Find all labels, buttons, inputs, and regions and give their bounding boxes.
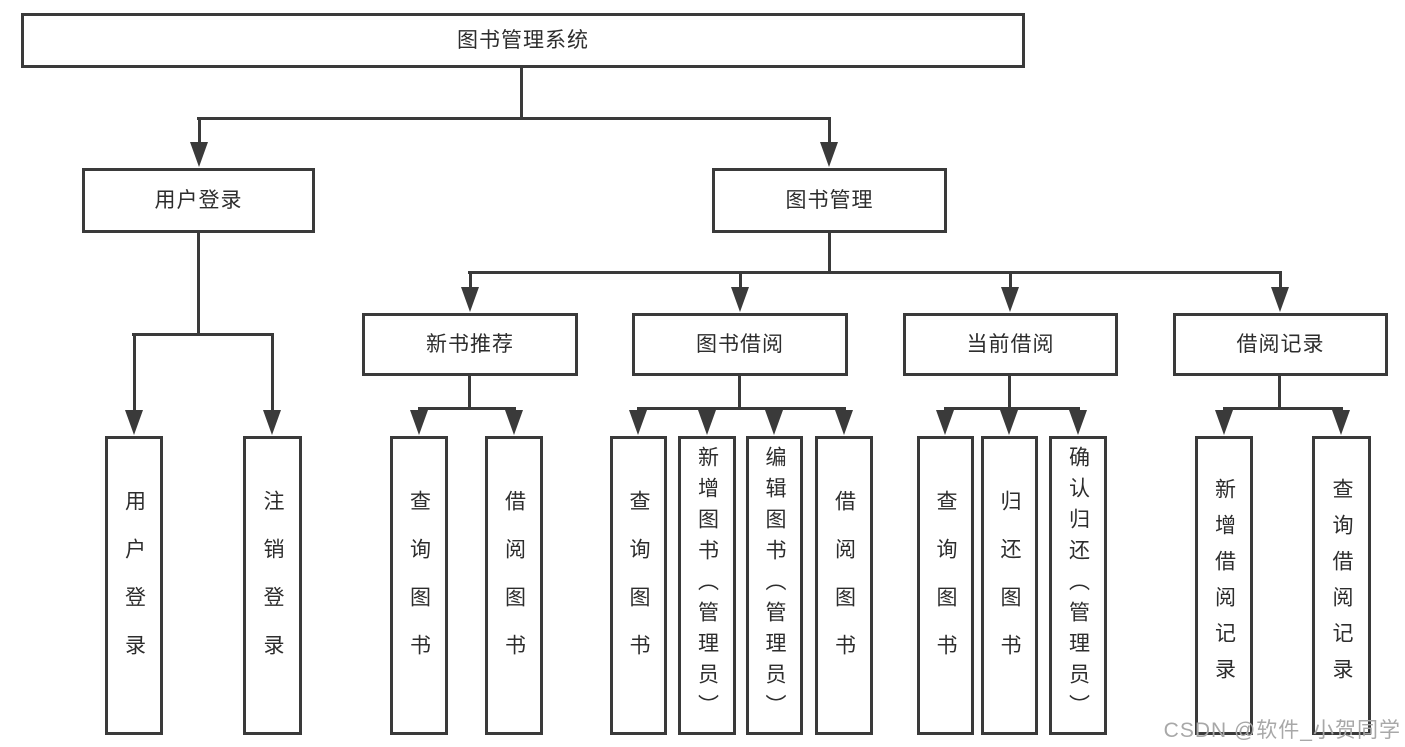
arrowhead-icon <box>125 410 143 435</box>
connector-line <box>418 407 516 410</box>
leaf-user-login-label: 用户登录 <box>122 489 146 682</box>
connector-arrow-stem <box>827 117 831 144</box>
leaf-user-login: 用户登录 <box>105 436 163 735</box>
arrowhead-icon <box>698 410 716 435</box>
node-root-label: 图书管理系统 <box>457 29 589 52</box>
leaf-query-borrow-record: 查询借阅记录 <box>1312 436 1371 735</box>
connector-line <box>944 407 1080 410</box>
leaf-query-borrow-record-label: 查询借阅记录 <box>1330 477 1353 694</box>
connector-line <box>828 233 831 274</box>
connector-arrow-stem <box>270 334 274 412</box>
leaf-confirm-return-admin-label: 确认归还（管理员） <box>1066 446 1090 725</box>
arrowhead-icon <box>190 142 208 167</box>
connector-line <box>520 68 523 120</box>
connector-line <box>1223 407 1343 410</box>
arrowhead-icon <box>1069 410 1087 435</box>
connector-line <box>738 375 741 409</box>
leaf-borrow-books-label: 借阅图书 <box>832 489 856 682</box>
arrowhead-icon <box>1215 410 1233 435</box>
leaf-edit-books-admin-label: 编辑图书（管理员） <box>763 446 786 725</box>
leaf-return-books: 归还图书 <box>981 436 1038 735</box>
leaf-add-borrow-record-label: 新增借阅记录 <box>1212 477 1236 694</box>
arrowhead-icon <box>820 142 838 167</box>
node-book-borrowing-label: 图书借阅 <box>696 333 784 356</box>
node-book-borrowing: 图书借阅 <box>632 313 848 376</box>
node-borrowing-records-label: 借阅记录 <box>1236 333 1325 356</box>
connector-line <box>1278 376 1281 409</box>
leaf-borrow-books-recommend-label: 借阅图书 <box>502 489 526 682</box>
leaf-query-books-recommend-label: 查询图书 <box>407 489 431 682</box>
node-root: 图书管理系统 <box>21 13 1025 68</box>
leaf-borrow-books: 借阅图书 <box>815 436 873 735</box>
connector-arrow-stem <box>738 272 742 289</box>
arrowhead-icon <box>765 410 783 435</box>
arrowhead-icon <box>1271 287 1289 312</box>
connector-arrow-stem <box>132 334 136 412</box>
leaf-confirm-return-admin: 确认归还（管理员） <box>1049 436 1107 735</box>
arrowhead-icon <box>629 410 647 435</box>
leaf-query-books-recommend: 查询图书 <box>390 436 448 735</box>
arrowhead-icon <box>835 410 853 435</box>
arrowhead-icon <box>1332 410 1350 435</box>
leaf-return-books-label: 归还图书 <box>998 489 1021 682</box>
leaf-query-books-borrowing-label: 查询图书 <box>627 489 650 682</box>
connector-arrow-stem <box>1278 272 1282 289</box>
leaf-query-books-borrowing: 查询图书 <box>610 436 667 735</box>
leaf-query-books-current-label: 查询图书 <box>934 489 957 682</box>
arrowhead-icon <box>936 410 954 435</box>
arrowhead-icon <box>505 410 523 435</box>
node-user-login: 用户登录 <box>82 168 315 233</box>
connector-arrow-stem <box>1008 272 1012 289</box>
node-borrowing-records: 借阅记录 <box>1173 313 1388 376</box>
watermark: CSDN @软件_小贺同学 <box>1163 719 1401 742</box>
connector-line <box>197 233 200 335</box>
connector-line <box>468 375 471 409</box>
arrowhead-icon <box>410 410 428 435</box>
connector-line <box>637 407 846 410</box>
node-book-management: 图书管理 <box>712 168 947 233</box>
connector-line <box>197 117 831 120</box>
connector-line <box>468 271 1282 274</box>
leaf-query-books-current: 查询图书 <box>917 436 974 735</box>
connector-arrow-stem <box>468 272 472 289</box>
leaf-borrow-books-recommend: 借阅图书 <box>485 436 543 735</box>
connector-arrow-stem <box>197 117 201 144</box>
node-book-management-label: 图书管理 <box>785 189 874 212</box>
leaf-logout-label: 注销登录 <box>261 489 284 682</box>
node-user-login-label: 用户登录 <box>154 189 243 212</box>
connector-line <box>132 333 274 336</box>
node-new-book-recommend: 新书推荐 <box>362 313 578 376</box>
arrowhead-icon <box>263 410 281 435</box>
arrowhead-icon <box>461 287 479 312</box>
leaf-add-books-admin-label: 新增图书（管理员） <box>695 446 719 725</box>
node-current-borrowing: 当前借阅 <box>903 313 1118 376</box>
node-current-borrowing-label: 当前借阅 <box>966 333 1055 356</box>
leaf-add-books-admin: 新增图书（管理员） <box>678 436 736 735</box>
connector-line <box>1008 376 1011 409</box>
leaf-add-borrow-record: 新增借阅记录 <box>1195 436 1253 735</box>
leaf-edit-books-admin: 编辑图书（管理员） <box>746 436 803 735</box>
arrowhead-icon <box>1000 410 1018 435</box>
arrowhead-icon <box>731 287 749 312</box>
arrowhead-icon <box>1001 287 1019 312</box>
node-new-book-recommend-label: 新书推荐 <box>426 333 514 356</box>
leaf-logout: 注销登录 <box>243 436 302 735</box>
